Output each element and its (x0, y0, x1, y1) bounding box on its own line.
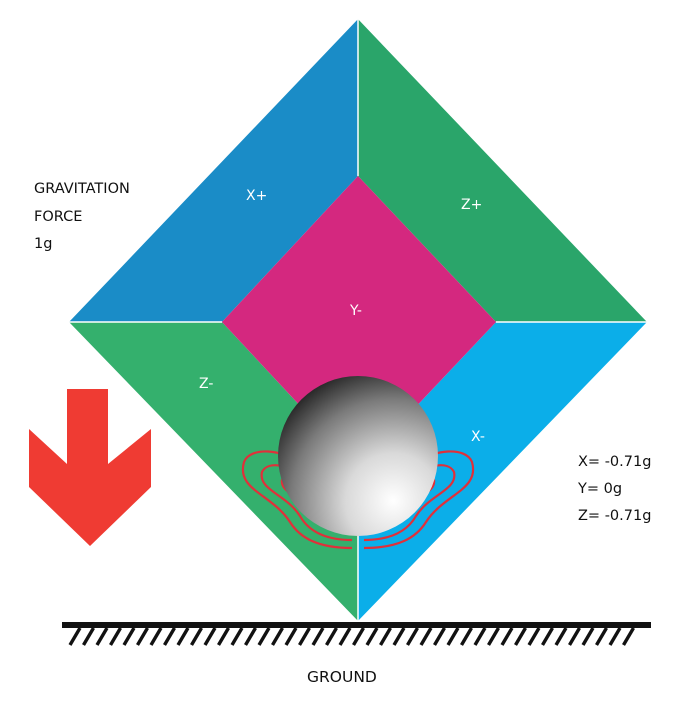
ground-hatch-mark (311, 627, 325, 646)
ground-hatch-mark (217, 627, 230, 646)
ground-hatch-mark (325, 627, 338, 646)
ground-hatch-mark (338, 627, 352, 646)
ground-hatch-mark (95, 627, 109, 646)
ground-hatch-mark (298, 627, 311, 646)
ground-hatch-mark (514, 627, 527, 646)
ground-hatch-mark (284, 627, 298, 646)
ground-hatch-mark (622, 627, 635, 646)
ground-hatch-mark (257, 627, 271, 646)
ground-hatch-mark (176, 627, 190, 646)
ground-hatch-mark (122, 627, 136, 646)
ground-hatch-mark (541, 627, 554, 646)
ground-hatch-mark (460, 627, 473, 646)
ground-hatch-mark (163, 627, 176, 646)
ground-hatch-mark (568, 627, 581, 646)
ground (62, 622, 651, 646)
ground-hatch-mark (554, 627, 568, 646)
face-label-z-plus: Z+ (461, 197, 482, 213)
ground-hatch-mark (392, 627, 406, 646)
ground-label: GROUND (307, 668, 377, 686)
ground-hatch-mark (487, 627, 500, 646)
ground-hatch-mark (190, 627, 203, 646)
face-label-z-minus: Z- (199, 376, 213, 392)
gravity-label-line-2: FORCE (34, 209, 82, 225)
ground-hatch-mark (244, 627, 257, 646)
ball (278, 376, 438, 536)
ground-hatch-mark (379, 627, 392, 646)
ground-hatch-mark (365, 627, 379, 646)
gravity-label-line-1: GRAVITATION (34, 181, 130, 197)
ground-hatch-mark (406, 627, 419, 646)
ground-hatch-mark (68, 627, 82, 646)
ground-hatch-mark (109, 627, 122, 646)
ground-hatch-mark (608, 627, 622, 646)
ground-hatch-mark (352, 627, 365, 646)
ground-line (62, 622, 651, 628)
ground-hatch-mark (82, 627, 95, 646)
ground-hatch-mark (230, 627, 244, 646)
ground-hatch-mark (136, 627, 149, 646)
ground-hatch-mark (595, 627, 608, 646)
ground-hatch-mark (446, 627, 460, 646)
face-label-x-plus: X+ (246, 188, 267, 204)
ground-hatch-mark (500, 627, 514, 646)
gravity-arrow-icon (29, 389, 151, 546)
face-y-minus (222, 176, 496, 468)
face-label-x-minus: X- (471, 429, 485, 445)
ground-hatch-mark (473, 627, 487, 646)
gravity-label-line-3: 1g (34, 236, 52, 252)
reading-x: X= -0.71g (578, 454, 651, 470)
reading-y: Y= 0g (577, 481, 622, 497)
ground-hatch-mark (419, 627, 433, 646)
reading-z: Z= -0.71g (578, 508, 651, 524)
ground-hatching (68, 627, 635, 646)
ground-hatch-mark (271, 627, 284, 646)
ground-hatch-mark (527, 627, 541, 646)
ground-hatch-mark (581, 627, 595, 646)
ground-hatch-mark (433, 627, 446, 646)
ground-hatch-mark (203, 627, 217, 646)
ground-hatch-mark (149, 627, 163, 646)
face-label-y-minus: Y- (349, 303, 362, 319)
